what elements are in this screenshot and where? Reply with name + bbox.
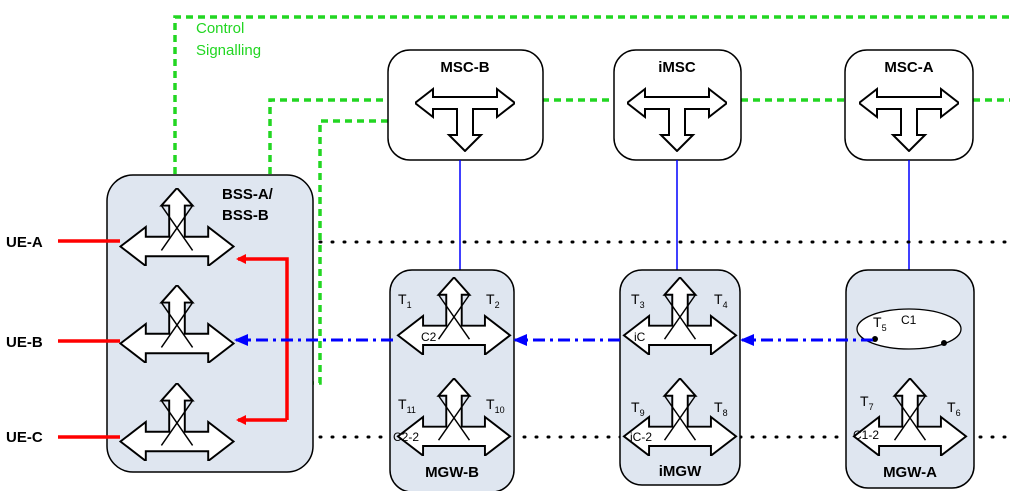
control-label-line2: Signalling xyxy=(196,42,261,59)
control-label-line1: Control xyxy=(196,20,244,37)
mgw-b-context-upper: C2 xyxy=(421,330,437,344)
mgw-a-context-lower: C1-2 xyxy=(853,428,879,442)
ue-a-label: UE-A xyxy=(6,234,43,251)
bss-node: BSS-A/ BSS-B xyxy=(106,174,314,473)
imgw-t-lower-right: T8 xyxy=(714,399,728,418)
msc-b-label: MSC-B xyxy=(440,59,489,76)
mgw-a-label: MGW-A xyxy=(883,464,937,481)
mgw-a-termination-point-right xyxy=(941,340,947,346)
mgw-b-t-lower-left: T11 xyxy=(398,396,416,415)
imgw-t-upper-left: T3 xyxy=(631,291,645,310)
mgw-a: T5 C1 T7 T6 C1-2 MGW-A xyxy=(845,269,975,489)
imgw-t-lower-left: T9 xyxy=(631,399,645,418)
mgw-b-t-lower-right: T10 xyxy=(486,396,505,415)
msc-mgw-links xyxy=(459,160,910,270)
mgw-b: T1 T2 C2 T11 T10 C2-2 MGW-B xyxy=(389,269,515,491)
mgw-b-t-upper-right: T2 xyxy=(486,291,500,310)
imgw-label: iMGW xyxy=(659,463,702,480)
imgw-context-upper: iC xyxy=(634,330,646,344)
control-signalling-label: Control Signalling xyxy=(196,20,261,59)
mgw-b-context-lower: C2-2 xyxy=(393,430,419,444)
mgw-a-context-c1 xyxy=(856,308,962,350)
ue-c-label: UE-C xyxy=(6,429,43,446)
mgw-a-t-lower-left: T7 xyxy=(860,393,874,412)
user-plane-loop xyxy=(236,254,289,420)
msc-a-label: MSC-A xyxy=(884,59,933,76)
mgw-a-context-upper: C1 xyxy=(901,313,917,327)
imgw: T3 T4 iC T9 T8 iC-2 iMGW xyxy=(619,269,741,486)
msc-b: MSC-B xyxy=(387,49,544,161)
mgw-a-t-upper: T5 xyxy=(873,314,887,333)
control-line-top xyxy=(173,15,1010,186)
msc-a: MSC-A xyxy=(844,49,974,161)
imsc-label: iMSC xyxy=(658,59,696,76)
ue-access: UE-A UE-B UE-C xyxy=(6,234,289,446)
mgw-a-termination-point-left xyxy=(872,336,878,342)
imgw-context-lower: iC-2 xyxy=(630,430,652,444)
bss-label-line2: BSS-B xyxy=(222,207,269,224)
mgw-b-label: MGW-B xyxy=(425,464,479,481)
imgw-t-upper-right: T4 xyxy=(714,291,728,310)
mgw-b-t-upper-left: T1 xyxy=(398,291,412,310)
imsc: iMSC xyxy=(613,49,742,161)
bss-label-line1: BSS-A/ xyxy=(222,186,274,203)
ue-b-label: UE-B xyxy=(6,334,43,351)
mgw-a-t-lower-right: T6 xyxy=(947,399,961,418)
